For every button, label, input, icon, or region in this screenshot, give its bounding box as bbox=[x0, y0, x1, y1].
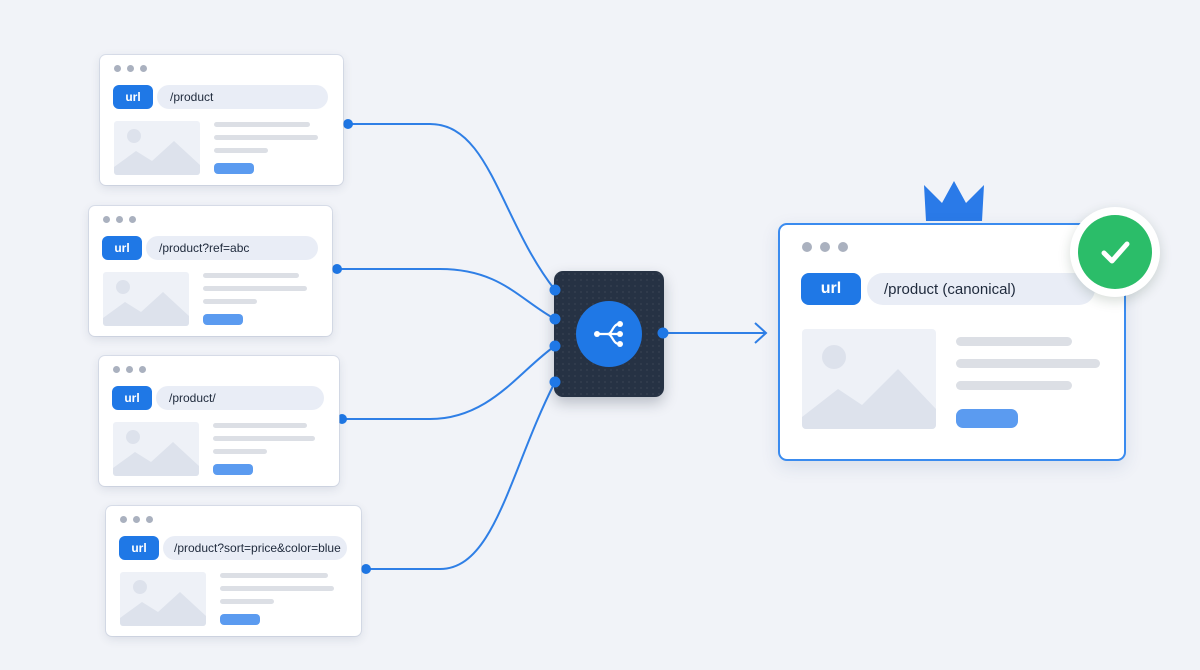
text-line-placeholder bbox=[956, 381, 1072, 390]
text-line-placeholder bbox=[956, 359, 1100, 368]
canonical-merge-hub bbox=[554, 271, 664, 397]
url-field: /product?ref=abc bbox=[146, 236, 318, 260]
source-page-card-1: url /product bbox=[100, 55, 343, 185]
output-arrowhead bbox=[754, 322, 768, 344]
button-placeholder bbox=[220, 614, 260, 625]
text-line-placeholder bbox=[213, 449, 267, 454]
button-placeholder bbox=[203, 314, 243, 325]
window-dots bbox=[802, 242, 848, 252]
merge-branches-icon bbox=[576, 301, 642, 367]
text-line-placeholder bbox=[220, 599, 274, 604]
port-card-3 bbox=[337, 414, 347, 424]
window-dots bbox=[103, 216, 136, 223]
url-field: /product?sort=price&color=blue bbox=[163, 536, 347, 560]
connector-card-1 bbox=[348, 123, 556, 291]
button-placeholder bbox=[213, 464, 253, 475]
window-dots bbox=[113, 366, 146, 373]
text-line-placeholder bbox=[220, 586, 334, 591]
crown-icon bbox=[924, 181, 984, 221]
url-field: /product/ bbox=[156, 386, 324, 410]
text-line-placeholder bbox=[203, 273, 299, 278]
text-line-placeholder bbox=[214, 148, 268, 153]
port-card-1 bbox=[343, 119, 353, 129]
image-placeholder-icon bbox=[120, 572, 206, 626]
port-card-2 bbox=[332, 264, 342, 274]
image-placeholder-icon bbox=[103, 272, 189, 326]
button-placeholder bbox=[214, 163, 254, 174]
image-placeholder-icon bbox=[802, 329, 936, 429]
text-line-placeholder bbox=[203, 286, 307, 291]
port-card-4 bbox=[361, 564, 371, 574]
window-dots bbox=[114, 65, 147, 72]
source-page-card-4: url /product?sort=price&color=blue bbox=[106, 506, 361, 636]
connector-card-4 bbox=[366, 381, 556, 570]
url-field: /product bbox=[157, 85, 328, 109]
url-label-pill: url bbox=[112, 386, 152, 410]
window-dots bbox=[120, 516, 153, 523]
url-label-pill: url bbox=[102, 236, 142, 260]
url-label-pill: url bbox=[113, 85, 153, 109]
source-page-card-3: url /product/ bbox=[99, 356, 339, 486]
text-line-placeholder bbox=[214, 122, 310, 127]
image-placeholder-icon bbox=[114, 121, 200, 175]
url-label-pill: url bbox=[119, 536, 159, 560]
verified-badge bbox=[1070, 207, 1160, 297]
text-line-placeholder bbox=[220, 573, 328, 578]
button-placeholder bbox=[956, 409, 1018, 428]
text-line-placeholder bbox=[956, 337, 1072, 346]
checkmark-icon bbox=[1078, 215, 1152, 289]
text-line-placeholder bbox=[213, 436, 315, 441]
text-line-placeholder bbox=[214, 135, 318, 140]
canonical-page-card: url /product (canonical) bbox=[778, 223, 1126, 461]
source-page-card-2: url /product?ref=abc bbox=[89, 206, 332, 336]
connector-card-2 bbox=[337, 268, 556, 320]
text-line-placeholder bbox=[203, 299, 257, 304]
text-line-placeholder bbox=[213, 423, 307, 428]
canonical-url-field: /product (canonical) bbox=[867, 273, 1095, 305]
url-label-pill: url bbox=[801, 273, 861, 305]
connector-card-3 bbox=[342, 345, 556, 420]
image-placeholder-icon bbox=[113, 422, 199, 476]
